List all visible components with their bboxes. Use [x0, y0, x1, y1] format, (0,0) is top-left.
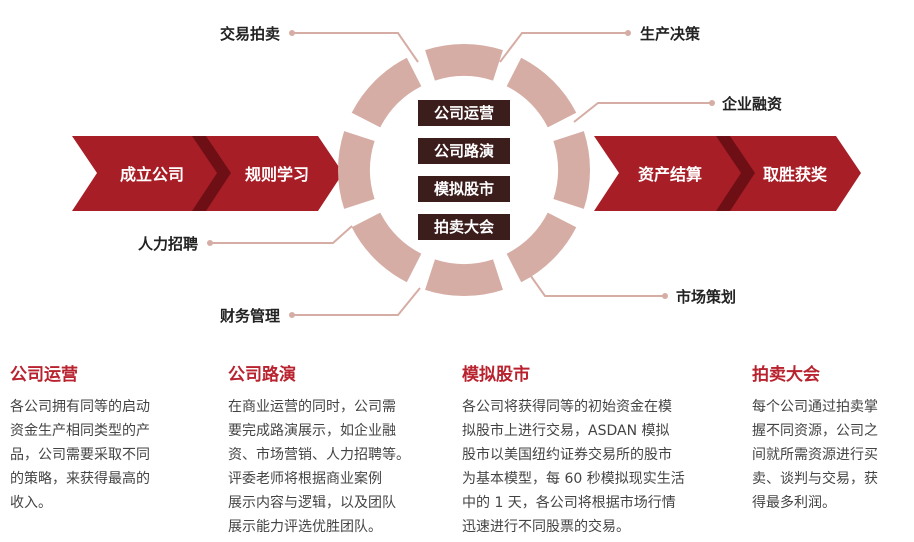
- description-company-operation: 公司运营 各公司拥有同等的启动 资金生产相同类型的产 品，公司需要采取不同 的策…: [10, 360, 190, 515]
- ring-segment: [425, 44, 503, 81]
- callout-line-production: [499, 32, 628, 63]
- center-box: [418, 214, 510, 240]
- description-line: 各公司将获得同等的初始资金在模: [462, 399, 672, 415]
- center-box-stack: 公司运营 公司路演 模拟股市 拍卖大会: [418, 100, 510, 240]
- arrow-separator: [192, 136, 231, 211]
- center-box: [418, 138, 510, 164]
- description-line: 各公司拥有同等的启动: [10, 399, 150, 415]
- description-line: 握不同资源，公司之: [752, 423, 878, 439]
- arrow-separator: [716, 136, 755, 211]
- description-line: 的策略，来获得最高的: [10, 471, 150, 487]
- description-line: 股市以美国纽约证券交易所的股市: [462, 447, 672, 463]
- callout-labels: 交易拍卖 生产决策 企业融资 人力招聘 市场策划 财务管理: [138, 25, 782, 325]
- right-arrow-chain: 资产结算 取胜获奖: [594, 136, 861, 211]
- description-title: 公司路演: [228, 365, 296, 385]
- description-stock-simulation: 模拟股市 各公司将获得同等的初始资金在模 拟股市上进行交易，ASDAN 模拟 股…: [462, 360, 724, 539]
- description-line: 收入。: [10, 495, 52, 511]
- description-line: 品，公司需要采取不同: [10, 447, 150, 463]
- description-line: 资、市场营销、人力招聘等。: [228, 447, 410, 463]
- callout-dot: [207, 240, 213, 246]
- callout-dot: [289, 312, 295, 318]
- arrow-label-found-company: 成立公司: [120, 165, 184, 184]
- arrow-label-asset-settlement: 资产结算: [638, 165, 702, 184]
- process-diagram: 成立公司 规则学习 资产结算 取胜获奖 公司运营 公司路演 模拟股市 拍卖大会: [72, 25, 861, 325]
- description-auction: 拍卖大会 每个公司通过拍卖掌 握不同资源，公司之 间就所需资源进行买 卖、谈判与…: [752, 360, 912, 515]
- description-line: 评委老师将根据商业案例: [228, 471, 382, 487]
- description-line: 每个公司通过拍卖掌: [752, 399, 878, 415]
- callout-dot: [625, 30, 631, 36]
- description-line: 展示内容与逻辑，以及团队: [228, 495, 396, 511]
- description-line: 中的 1 天，各公司将根据市场行情: [462, 495, 676, 511]
- description-company-roadshow: 公司路演 在商业运营的同时，公司需 要完成路演展示，如企业融 资、市场营销、人力…: [228, 360, 434, 539]
- callout-line-trading: [292, 32, 419, 63]
- callout-line-market: [527, 271, 665, 297]
- description-line: 为基本模型，每 60 秒模拟现实生活: [462, 471, 685, 487]
- ring-segment: [553, 131, 590, 209]
- callout-dot: [289, 30, 295, 36]
- arrow-win-award: [716, 136, 861, 211]
- description-text: 每个公司通过拍卖掌 握不同资源，公司之 间就所需资源进行买 卖、谈判与交易，获 …: [752, 395, 912, 515]
- callout-line-financing: [573, 102, 712, 123]
- callout-hr-recruitment: 人力招聘: [138, 235, 198, 253]
- description-title: 模拟股市: [462, 365, 530, 385]
- callout-lines: [207, 30, 715, 318]
- callout-production-decision: 生产决策: [640, 25, 701, 43]
- arrow-label-rule-learning: 规则学习: [245, 165, 309, 184]
- left-arrow-chain: 成立公司 规则学习: [72, 136, 343, 211]
- segmented-ring: [337, 44, 590, 297]
- arrow-label-win-award: 取胜获奖: [763, 165, 828, 184]
- description-line: 间就所需资源进行买: [752, 447, 878, 463]
- callout-financial-management: 财务管理: [220, 307, 280, 325]
- description-text: 各公司拥有同等的启动 资金生产相同类型的产 品，公司需要采取不同 的策略，来获得…: [10, 395, 190, 515]
- description-line: 拟股市上进行交易，ASDAN 模拟: [462, 423, 670, 439]
- center-label-stock-simulation: 模拟股市: [434, 180, 494, 198]
- description-text: 各公司将获得同等的初始资金在模 拟股市上进行交易，ASDAN 模拟 股市以美国纽…: [462, 395, 724, 539]
- arrow-rule-learning: [192, 136, 343, 211]
- arrow-asset-settlement: [594, 136, 760, 211]
- callout-trading-auction: 交易拍卖: [220, 25, 280, 43]
- description-title: 拍卖大会: [752, 365, 820, 385]
- center-label-auction: 拍卖大会: [434, 218, 494, 236]
- ring-segment: [425, 259, 503, 297]
- callout-line-hr: [210, 225, 353, 244]
- center-box: [418, 176, 510, 202]
- description-line: 资金生产相同类型的产: [10, 423, 150, 439]
- arrow-found-company: [72, 136, 240, 211]
- description-line: 得最多利润。: [752, 495, 836, 511]
- center-label-company-operation: 公司运营: [434, 104, 494, 122]
- description-title: 公司运营: [10, 365, 78, 385]
- center-label-company-roadshow: 公司路演: [434, 142, 494, 160]
- ring-segment: [351, 57, 422, 128]
- description-line: 展示能力评选优胜团队。: [228, 519, 382, 535]
- callout-dot: [662, 293, 668, 299]
- callout-dot: [709, 100, 715, 106]
- ring-segment: [506, 212, 577, 283]
- description-line: 卖、谈判与交易，获: [752, 471, 878, 487]
- callout-enterprise-financing: 企业融资: [721, 95, 782, 113]
- description-line: 要完成路演展示，如企业融: [228, 423, 396, 439]
- ring-segment: [351, 212, 422, 283]
- ring-segment: [337, 131, 375, 209]
- callout-market-planning: 市场策划: [676, 288, 736, 306]
- callout-line-finance: [292, 287, 421, 316]
- description-line: 在商业运营的同时，公司需: [228, 399, 396, 415]
- description-line: 迅速进行不同股票的交易。: [462, 519, 630, 535]
- center-box: [418, 100, 510, 126]
- ring-segment: [506, 57, 577, 128]
- description-text: 在商业运营的同时，公司需 要完成路演展示，如企业融 资、市场营销、人力招聘等。 …: [228, 395, 434, 539]
